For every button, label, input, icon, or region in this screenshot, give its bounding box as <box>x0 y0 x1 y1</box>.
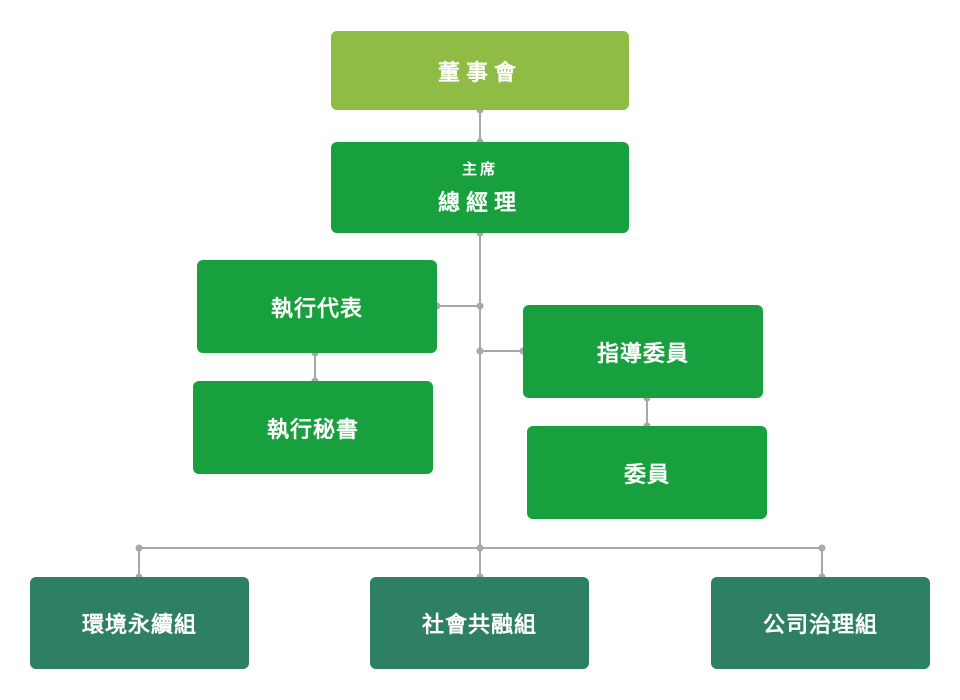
executive-secretary-box[interactable]: 執行秘書 <box>193 381 433 474</box>
connector-dot <box>135 544 143 552</box>
executive-rep-box[interactable]: 執行代表 <box>197 260 437 353</box>
board-box[interactable]: 董事會 <box>331 31 629 110</box>
connector-dot <box>476 544 484 552</box>
chairman-gm-box[interactable]: 主席 總經理 <box>331 142 629 233</box>
group-social-box[interactable]: 社會共融組 <box>370 577 589 669</box>
chairman-label: 主席 <box>461 160 498 178</box>
steering-committee-label: 指導委員 <box>596 341 689 367</box>
executive-secretary-label: 執行秘書 <box>266 417 359 443</box>
group-governance-box[interactable]: 公司治理組 <box>711 577 930 669</box>
group-social-label: 社會共融組 <box>421 613 537 638</box>
group-governance-label: 公司治理組 <box>762 613 878 638</box>
connector-dot <box>476 302 484 310</box>
executive-rep-label: 執行代表 <box>270 296 363 322</box>
board-label: 董事會 <box>437 60 522 86</box>
group-environment-label: 環境永續組 <box>81 613 197 638</box>
connector-dot <box>476 347 484 355</box>
committee-member-label: 委員 <box>623 462 670 488</box>
general-manager-label: 總經理 <box>437 191 522 216</box>
group-environment-box[interactable]: 環境永續組 <box>30 577 249 669</box>
committee-member-box[interactable]: 委員 <box>527 426 767 519</box>
steering-committee-box[interactable]: 指導委員 <box>523 305 763 398</box>
connector-dot <box>818 544 826 552</box>
